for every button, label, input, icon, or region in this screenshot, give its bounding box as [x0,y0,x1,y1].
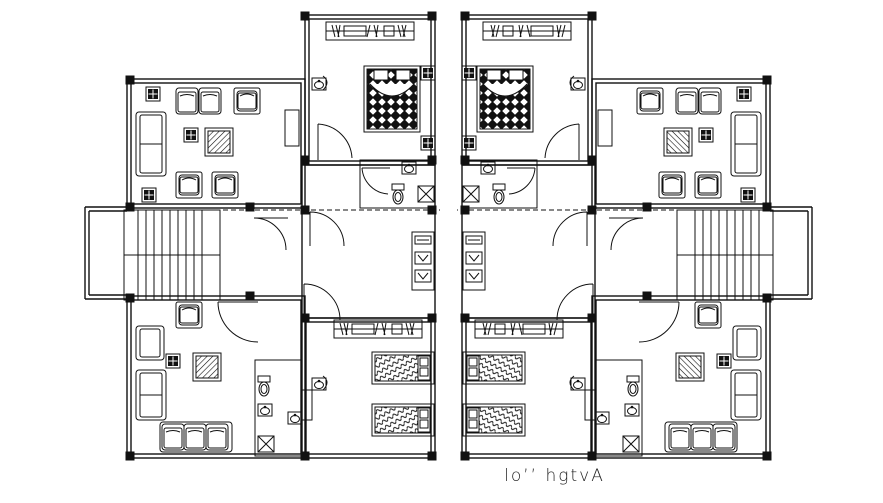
drawing-caption: lo’’ hgtvA [0,466,883,486]
drawing-caption-text: lo’’ hgtvA [504,466,605,486]
apartment-right [457,12,812,461]
apartment-left [85,12,440,461]
